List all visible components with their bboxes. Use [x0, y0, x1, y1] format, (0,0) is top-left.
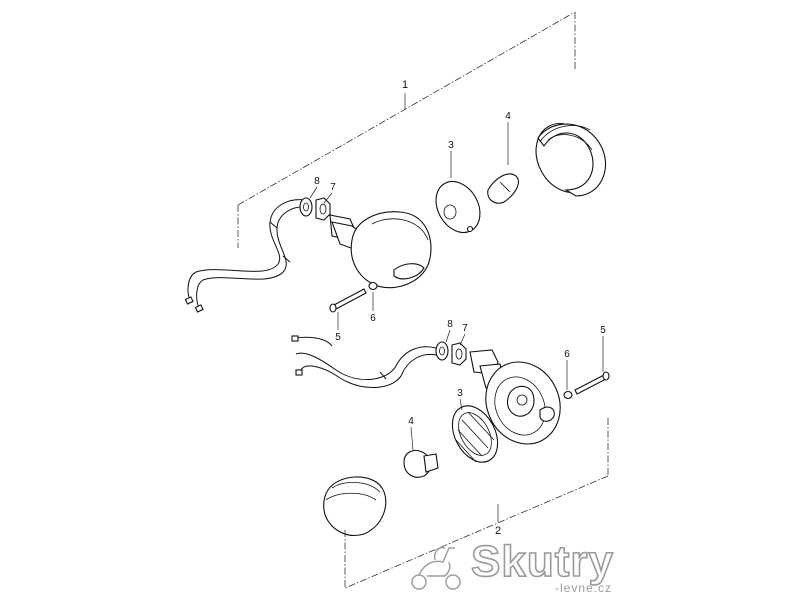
watermark-logo: Skutry -levne.cz: [411, 536, 614, 595]
top-washer-8: [299, 197, 313, 217]
callout-top-7: 7: [330, 182, 336, 193]
top-reflector-3: [435, 181, 481, 233]
callout-bottom-8: 8: [447, 319, 453, 330]
bottom-washer-6: [563, 390, 573, 400]
bottom-lens: [323, 476, 387, 536]
callout-top-8: 8: [314, 176, 320, 187]
assembly-1-leader: 1: [402, 79, 408, 110]
top-washer-6: [368, 281, 378, 291]
callout-top-6: 6: [370, 313, 376, 324]
bottom-turn-signal: [291, 335, 610, 536]
callout-bottom-4: 4: [408, 416, 414, 427]
scooter-icon: [411, 546, 461, 590]
bottom-screw-5: [574, 374, 607, 395]
top-bulb-4: [487, 173, 519, 204]
top-lens-rim: [535, 123, 607, 197]
bottom-wire-2: [299, 353, 437, 389]
top-wire-1: [187, 199, 306, 301]
bottom-nut-7: [451, 342, 467, 366]
top-wire-2: [196, 206, 306, 309]
callout-bottom-6: 6: [564, 349, 570, 360]
top-turn-signal: [184, 123, 607, 313]
bottom-wire-1: [295, 346, 437, 381]
watermark-brand: Skutry: [471, 537, 614, 586]
callout-top-5: 5: [335, 332, 341, 343]
bottom-housing: [485, 361, 561, 445]
assembly-1-label: 1: [402, 79, 408, 91]
assembly-1-bracket: [237, 11, 576, 248]
top-housing: [350, 211, 432, 289]
assembly-2-label: 2: [495, 525, 501, 537]
top-callouts: 8 7 3 4 5 6: [309, 111, 511, 343]
callout-bottom-7: 7: [462, 323, 468, 334]
top-screw-5: [333, 288, 367, 310]
callout-top-4: 4: [505, 111, 511, 122]
top-nut-7: [315, 197, 331, 221]
callout-top-3: 3: [448, 140, 454, 151]
bottom-reflector-3: [451, 405, 499, 463]
watermark-domain: -levne.cz: [555, 581, 612, 595]
bottom-washer-8: [435, 341, 449, 361]
assembly-2-bracket: [344, 418, 609, 589]
assembly-2-leader: 2: [495, 504, 501, 537]
callout-bottom-5: 5: [600, 325, 606, 336]
callout-bottom-3: 3: [457, 388, 463, 399]
bottom-callouts: 8 7 5 6 3 4: [408, 319, 606, 451]
